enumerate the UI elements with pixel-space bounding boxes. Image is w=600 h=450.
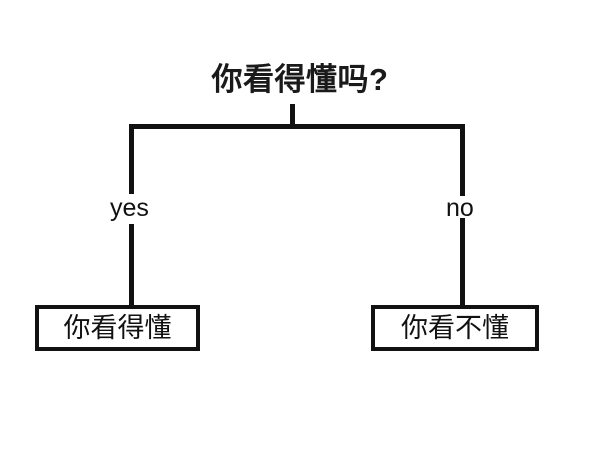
right-branch-line-lower <box>460 218 465 306</box>
left-branch-line-lower <box>129 224 134 306</box>
split-horizontal-line <box>129 124 465 129</box>
leaf-node-yes-label: 你看得懂 <box>63 313 172 343</box>
root-question-node: 你看得懂吗? <box>211 62 389 97</box>
right-branch-line-upper <box>460 124 465 196</box>
left-branch-line-upper <box>129 124 134 196</box>
leaf-node-no: 你看不懂 <box>371 305 539 351</box>
root-stem-line <box>290 104 295 129</box>
leaf-node-yes: 你看得懂 <box>35 305 200 351</box>
edge-label-no: no <box>446 194 474 222</box>
leaf-node-no-label: 你看不懂 <box>401 313 509 343</box>
edge-label-yes: yes <box>108 194 151 222</box>
